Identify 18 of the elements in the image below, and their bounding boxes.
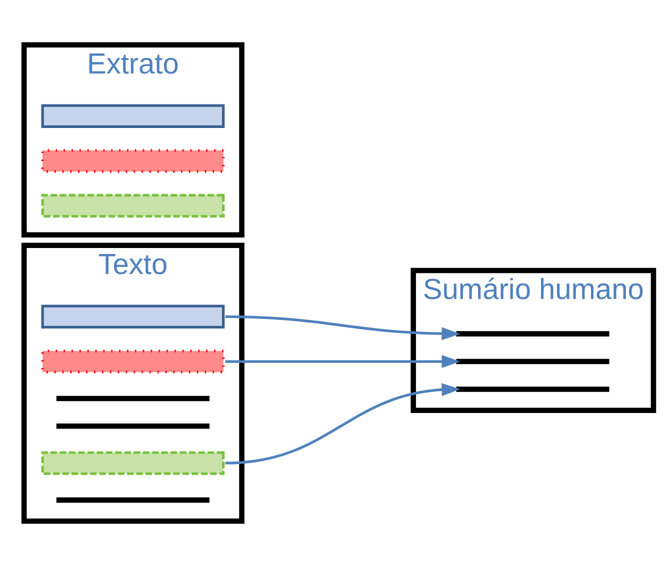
- node-bar: [41, 450, 225, 474]
- node-line: [56, 496, 210, 502]
- arrow: [225, 314, 460, 340]
- node-bar: [41, 349, 225, 373]
- node-bar: [41, 104, 225, 128]
- node-line: [456, 330, 610, 336]
- arrow: [225, 354, 460, 368]
- node-bar: [41, 304, 225, 328]
- node-line: [456, 386, 610, 392]
- cluster: Texto: [21, 242, 244, 524]
- node-line: [56, 423, 210, 428]
- node-line: [456, 358, 610, 364]
- arrow: [225, 382, 460, 464]
- cluster: Sumário humano: [410, 267, 656, 412]
- cluster: Extrato: [21, 42, 244, 237]
- node-bar: [41, 193, 225, 218]
- node-line: [56, 395, 210, 401]
- node-bar: [41, 148, 225, 172]
